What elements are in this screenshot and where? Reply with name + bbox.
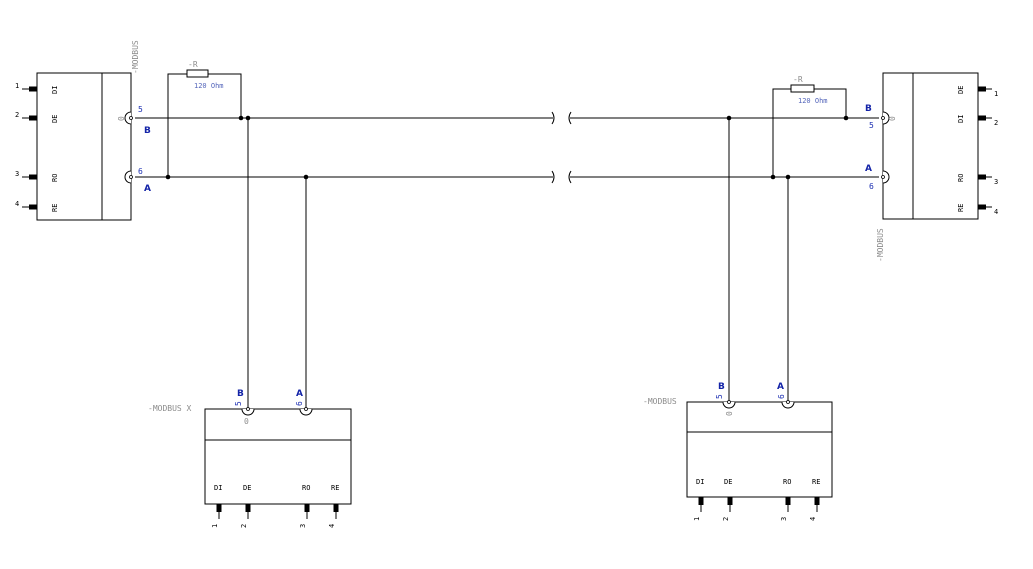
signal-label: B bbox=[718, 382, 725, 392]
pin-label: RE bbox=[957, 204, 965, 212]
pin-number: 3 bbox=[780, 517, 788, 521]
signal-label: B bbox=[144, 126, 151, 136]
junction-dot bbox=[785, 174, 791, 180]
pin-row bbox=[22, 86, 37, 210]
pin-number: 2 bbox=[15, 111, 19, 119]
terminal-number: 6 bbox=[869, 182, 874, 191]
pin-label: RE bbox=[331, 484, 339, 492]
pin-label: DI bbox=[214, 484, 222, 492]
terminal-number: 5 bbox=[234, 401, 243, 406]
junction-dot bbox=[726, 115, 732, 121]
module-label: -MODBUS bbox=[876, 228, 885, 262]
shield-label: 0 bbox=[244, 417, 249, 426]
terminal-number: 5 bbox=[715, 394, 724, 399]
junction-dot bbox=[245, 115, 251, 121]
pin-label: DI bbox=[696, 478, 704, 486]
bottom-right-modbus-module: -MODBUS B A 5 6 0 DI DE RO RE 1 2 3 4 bbox=[643, 382, 833, 521]
junction-dots bbox=[165, 115, 849, 180]
pin-number: 3 bbox=[994, 178, 998, 186]
pin-number: 2 bbox=[994, 119, 998, 127]
resistor-value: 120 Ohm bbox=[194, 82, 224, 90]
pin-number: 2 bbox=[240, 524, 248, 528]
pin-row bbox=[216, 504, 339, 519]
pin-number: 1 bbox=[15, 82, 19, 90]
drop-wires bbox=[247, 118, 789, 410]
resistor-ref: -R bbox=[793, 75, 803, 84]
pin-label: DE bbox=[243, 484, 251, 492]
pin-label: RE bbox=[812, 478, 820, 486]
pin-label: RO bbox=[51, 174, 59, 182]
pin-row bbox=[698, 497, 820, 512]
pin-label: DI bbox=[51, 86, 59, 94]
junction-dot bbox=[238, 115, 244, 121]
shield-label: 0 bbox=[725, 411, 734, 416]
left-termination-resistor: -R 120 Ohm bbox=[167, 60, 242, 177]
pin-number: 1 bbox=[693, 517, 701, 521]
bus-line-a bbox=[135, 170, 879, 184]
right-modbus-module: -MODBUS 5 6 0 B A 1 2 3 4 DE DI RO RE bbox=[865, 72, 998, 262]
terminal-number: 5 bbox=[869, 121, 874, 130]
pin-label: RO bbox=[957, 174, 965, 182]
module-label: -MODBUS X bbox=[148, 404, 192, 413]
pin-number: 1 bbox=[994, 90, 998, 98]
module-label: -MODBUS bbox=[643, 397, 677, 406]
pin-row bbox=[978, 86, 992, 210]
signal-label: A bbox=[296, 389, 303, 399]
pin-label: DE bbox=[51, 115, 59, 123]
shield-label: 0 bbox=[888, 116, 897, 121]
pin-label: DI bbox=[957, 115, 965, 123]
signal-label: A bbox=[777, 382, 784, 392]
signal-label: B bbox=[237, 389, 244, 399]
terminal-number: 5 bbox=[138, 105, 143, 114]
bus-line-b bbox=[135, 111, 879, 125]
right-termination-resistor: -R 120 Ohm bbox=[772, 75, 847, 177]
junction-dot bbox=[770, 174, 776, 180]
pin-number: 4 bbox=[328, 524, 336, 528]
signal-label: A bbox=[865, 164, 872, 174]
pin-label: RO bbox=[783, 478, 791, 486]
terminal-number: 6 bbox=[138, 167, 143, 176]
bottom-left-modbus-module: -MODBUS X B A 5 6 0 DI DE RO RE 1 2 3 4 bbox=[148, 389, 352, 528]
left-modbus-module: -MODBUS 5 6 0 B A 1 2 3 4 DI DE RO RE bbox=[15, 40, 151, 221]
terminal-number: 6 bbox=[777, 394, 786, 399]
pin-label: DE bbox=[724, 478, 732, 486]
pin-number: 3 bbox=[15, 170, 19, 178]
resistor-ref: -R bbox=[188, 60, 198, 69]
pin-label: RO bbox=[302, 484, 310, 492]
junction-dot bbox=[165, 174, 171, 180]
pin-number: 4 bbox=[809, 517, 817, 521]
junction-dot bbox=[303, 174, 309, 180]
terminal-number: 6 bbox=[295, 401, 304, 406]
pin-number: 1 bbox=[211, 524, 219, 528]
pin-number: 2 bbox=[722, 517, 730, 521]
pin-number: 4 bbox=[15, 200, 19, 208]
pin-number: 4 bbox=[994, 208, 998, 216]
junction-dot bbox=[843, 115, 849, 121]
signal-label: B bbox=[865, 104, 872, 114]
pin-number: 3 bbox=[299, 524, 307, 528]
shield-label: 0 bbox=[117, 116, 126, 121]
pin-label: RE bbox=[51, 204, 59, 212]
module-label: -MODBUS bbox=[131, 40, 140, 74]
resistor-value: 120 Ohm bbox=[798, 97, 828, 105]
pin-label: DE bbox=[957, 86, 965, 94]
signal-label: A bbox=[144, 184, 151, 194]
